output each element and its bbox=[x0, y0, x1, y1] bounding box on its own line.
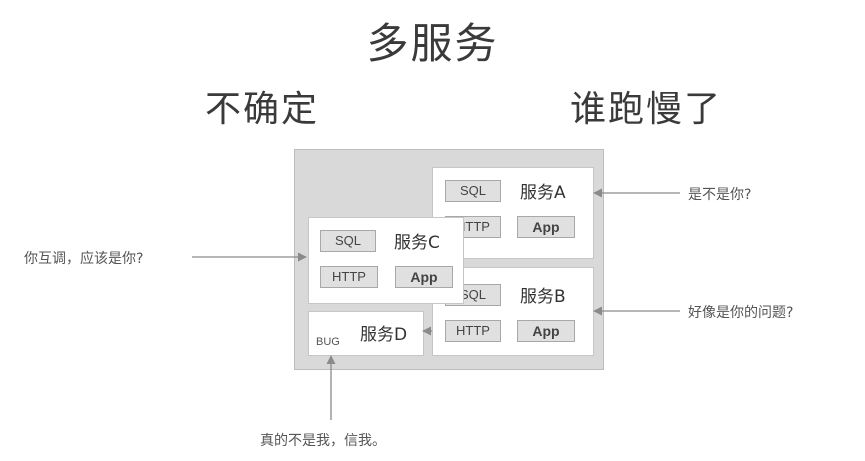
service-c-sql-chip: SQL bbox=[320, 230, 376, 252]
subtitle-uncertain: 不确定 bbox=[205, 89, 320, 130]
service-b-app-chip: App bbox=[517, 320, 575, 342]
service-a-sql-chip: SQL bbox=[445, 180, 501, 202]
note-service-b: 好像是你的问题? bbox=[688, 305, 794, 321]
service-d-name: 服务D bbox=[360, 325, 408, 345]
service-c-http-chip: HTTP bbox=[320, 266, 378, 288]
service-c-name: 服务C bbox=[394, 233, 440, 253]
subtitle-who-is-slow: 谁跑慢了 bbox=[570, 89, 723, 130]
note-service-a: 是不是你? bbox=[688, 187, 752, 203]
service-a-app-chip: App bbox=[517, 216, 575, 238]
service-b-name: 服务B bbox=[520, 287, 566, 307]
service-a-name: 服务A bbox=[520, 183, 566, 203]
service-b-http-chip: HTTP bbox=[445, 320, 501, 342]
service-c-app-chip: App bbox=[395, 266, 453, 288]
note-service-d: 真的不是我，信我。 bbox=[260, 433, 386, 449]
note-service-c: 你互调，应该是你? bbox=[24, 251, 144, 267]
diagram-title: 多服务 bbox=[366, 19, 499, 68]
service-d-bug-label: BUG bbox=[316, 336, 340, 348]
